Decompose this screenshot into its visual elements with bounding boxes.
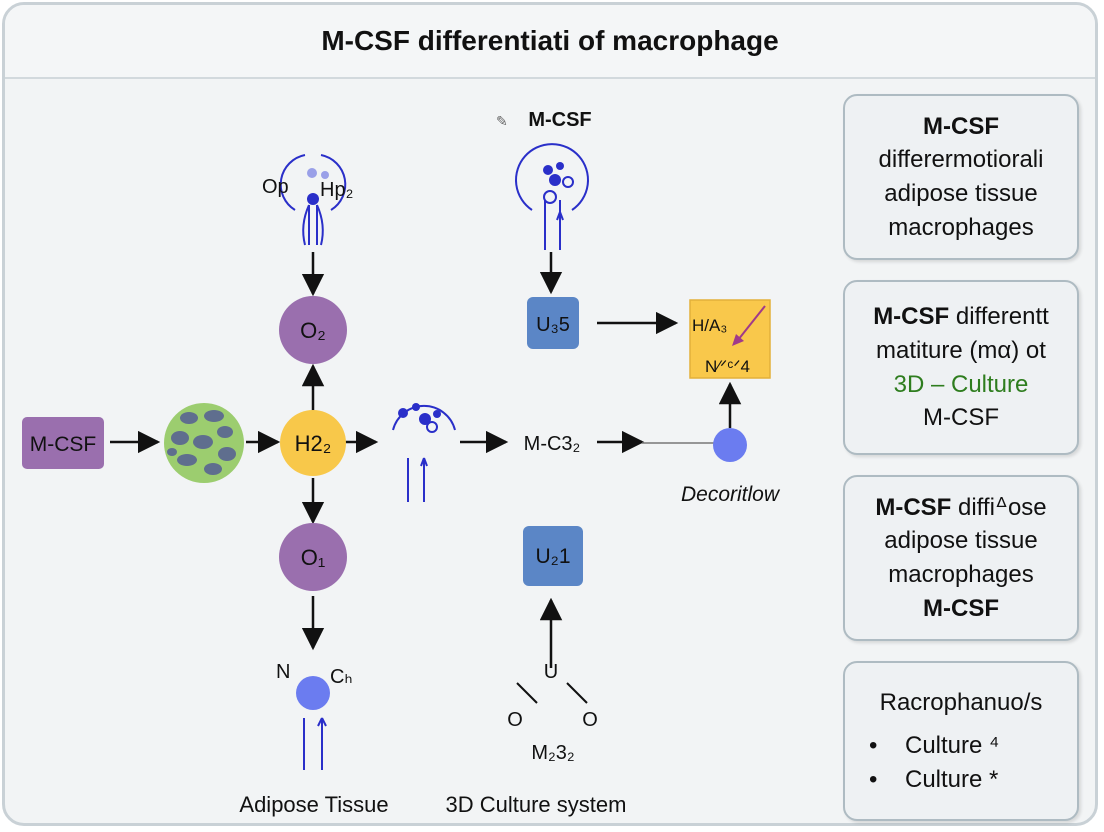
nv4-label: N⁄ᐟᶜᐟ4: [705, 357, 750, 376]
panel-3d-culture: M-CSF differentt matiture (mα) ot 3D – C…: [843, 280, 1079, 455]
panel3-line3: macrophages: [888, 561, 1034, 588]
blue-dot-bottom: [296, 676, 330, 710]
receptor-bottom: [303, 717, 327, 770]
o1-label: O₁: [301, 545, 326, 570]
panel3-line1: M-CSF diffiᐞose: [875, 493, 1047, 521]
ha3-inner-arrow-line: [737, 305, 766, 341]
o1-node: [279, 523, 347, 591]
h2-label: H2₂: [295, 431, 332, 456]
panel1-line4: macrophages: [888, 213, 1034, 241]
list-item: Culture ⁴: [869, 729, 1077, 763]
n-label: N: [276, 661, 290, 683]
ch-label: Cₕ: [330, 666, 353, 688]
culture-caption: 3D Culture system: [446, 792, 627, 817]
ha3-box: [689, 299, 771, 379]
panel1-line2: differermotiorali: [878, 146, 1044, 174]
mcsf-input-box: [22, 417, 104, 469]
bond-left: [516, 682, 538, 704]
receptor-top-left-dots: [307, 168, 329, 205]
panel2-line4: M-CSF: [923, 404, 999, 432]
m232-label: M₂3₂: [531, 742, 574, 764]
panel4-heading: Racrophanuo/s: [879, 688, 1043, 716]
u-label: U: [544, 661, 558, 683]
panel2-line1: M-CSF differentt: [873, 303, 1049, 331]
title-bar: M-CSF differentiati of macrophage: [5, 5, 1095, 79]
bond-right: [566, 682, 588, 704]
o-left-label: O: [507, 709, 523, 731]
panel-culture-list: Racrophanuo/s Culture ⁴ Culture *: [843, 661, 1079, 821]
op-label: Op: [262, 176, 289, 198]
panel-adipose-macrophages: M-CSF differermotiorali adipose tissue m…: [843, 94, 1079, 260]
mcsf-input-label: M-CSF: [30, 433, 97, 456]
mc32-label: M-C3₂: [524, 433, 581, 455]
blue-dot-right: [713, 428, 747, 462]
o-right-label: O: [582, 709, 598, 731]
receptor-middle: [392, 403, 456, 502]
u35-box: [527, 297, 579, 349]
h2-node: [280, 410, 346, 476]
u21-label: U₂1: [536, 545, 571, 568]
o2-node: [279, 296, 347, 364]
panel3-line4: M-CSF: [923, 594, 999, 622]
list-item: Culture *: [869, 763, 1077, 797]
top-mcsf-label: M-CSF: [528, 109, 591, 131]
panel2-line3: 3D – Culture: [893, 370, 1029, 398]
hp2-label: Hp₂: [320, 179, 353, 201]
panel1-line1: M-CSF: [923, 112, 999, 140]
adipose-caption: Adipose Tissue: [239, 792, 388, 817]
panel1-line3: adipose tissue: [884, 180, 1038, 207]
panel-adipose-tissue: M-CSF diffiᐞose adipose tissue macrophag…: [843, 475, 1079, 641]
receptor-top-center: [515, 143, 589, 250]
o2-label: O₂: [300, 318, 326, 343]
receptor-top-left: [279, 154, 347, 246]
panel3-line2: adipose tissue: [884, 527, 1038, 555]
ha3-label: H/A₃: [692, 316, 727, 335]
decor-label: Decoritlow: [681, 483, 781, 506]
page-title: M-CSF differentiati of macrophage: [321, 25, 779, 56]
u21-box: [523, 526, 583, 586]
ha3-inner-arrow-head: [732, 334, 744, 346]
panel4-list: Culture ⁴ Culture *: [845, 729, 1077, 796]
u35-label: U₃5: [536, 314, 570, 336]
arrows: [110, 252, 742, 668]
mcsf-top-icon: ✎: [496, 113, 508, 129]
panel2-line2: matiture (mα) ot: [876, 336, 1046, 364]
green-cell: [164, 403, 244, 483]
